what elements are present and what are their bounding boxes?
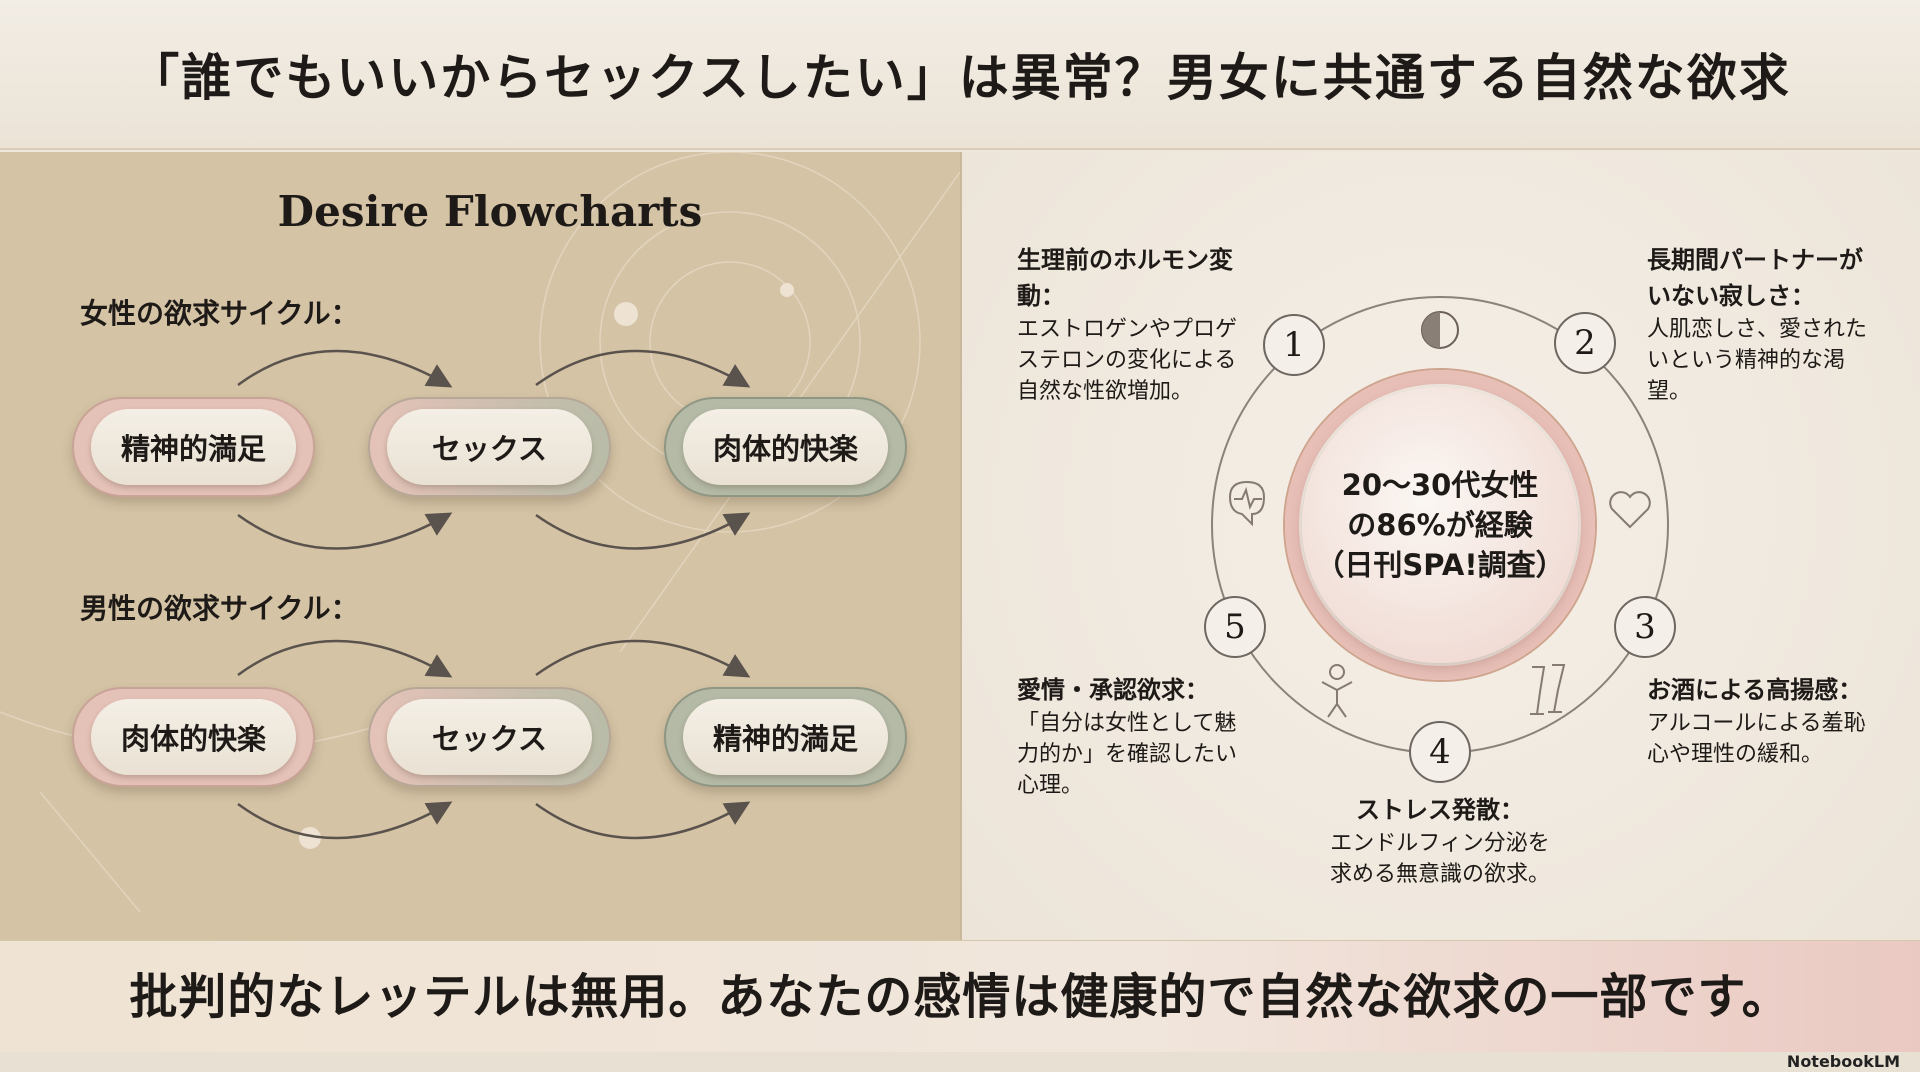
brand-label: NotebookLM bbox=[1786, 1052, 1900, 1071]
factor-body: エストロゲンやプロゲステロンの変化による自然な性欲増加。 bbox=[1017, 317, 1238, 404]
male-step-1: 肉体的快楽 bbox=[72, 687, 315, 787]
heartbeat-bubble-icon bbox=[1228, 480, 1266, 527]
factor-number-2: 2 bbox=[1554, 312, 1616, 374]
male-step-2: セックス bbox=[368, 687, 611, 787]
factor-title: お酒による高揚感： bbox=[1647, 676, 1863, 704]
factor-title: ストレス発散： bbox=[1356, 796, 1524, 824]
header: 「誰でもいいからセックスしたい」は異常？男女に共通する自然な欲求 bbox=[0, 0, 1920, 150]
conclusion-banner: 批判的なレッテルは無用。あなたの感情は健康的で自然な欲求の一部です。 bbox=[0, 940, 1920, 1052]
male-cycle-label: 男性の欲求サイクル： bbox=[80, 592, 359, 625]
factor-number-1: 1 bbox=[1263, 314, 1325, 376]
flow-arrows bbox=[237, 349, 751, 840]
conclusion-text: 批判的なレッテルは無用。あなたの感情は健康的で自然な欲求の一部です。 bbox=[129, 968, 1791, 1025]
page-title: 「誰でもいいからセックスしたい」は異常？男女に共通する自然な欲求 bbox=[129, 49, 1791, 107]
factor-title: 生理前のホルモン変動： bbox=[1017, 246, 1233, 310]
female-step-2: セックス bbox=[368, 397, 611, 497]
heart-icon bbox=[1609, 491, 1651, 529]
female-step-1: 精神的満足 bbox=[72, 397, 315, 497]
factor-number-3: 3 bbox=[1614, 596, 1676, 658]
factor-3: お酒による高揚感： アルコールによる羞恥心や理性の緩和。 bbox=[1647, 672, 1887, 770]
stat-line-3: （日刊SPA!調査） bbox=[1315, 548, 1565, 582]
factors-panel: 20〜30代女性の86%が経験 （日刊SPA!調査） 1 2 3 4 5 生理前の… bbox=[960, 152, 1920, 940]
female-cycle-label: 女性の欲求サイクル： bbox=[80, 297, 359, 330]
stat-line-2: の86%が経験 bbox=[1347, 508, 1533, 542]
factor-body: アルコールによる羞恥心や理性の緩和。 bbox=[1647, 711, 1866, 767]
factor-title: 長期間パートナーがいない寂しさ： bbox=[1647, 246, 1863, 310]
factor-body: 人肌恋しさ、愛されたいという精神的な渇望。 bbox=[1647, 317, 1868, 404]
person-icon bbox=[1321, 664, 1353, 718]
champagne-glasses-icon bbox=[1530, 664, 1566, 715]
factor-1: 生理前のホルモン変動： エストロゲンやプロゲステロンの変化による自然な性欲増加。 bbox=[1017, 242, 1253, 407]
flowchart-title: Desire Flowcharts bbox=[277, 187, 703, 236]
factor-2: 長期間パートナーがいない寂しさ： 人肌恋しさ、愛されたいという精神的な渇望。 bbox=[1647, 242, 1877, 407]
statistic-disc: 20〜30代女性の86%が経験 （日刊SPA!調査） bbox=[1302, 387, 1578, 663]
factor-body: 「自分は女性として魅力的か」を確認したい心理。 bbox=[1017, 711, 1238, 798]
factor-5: 愛情・承認欲求： 「自分は女性として魅力的か」を確認したい心理。 bbox=[1017, 672, 1237, 801]
stat-line-1: 20〜30代女性 bbox=[1341, 468, 1539, 502]
factor-number-4: 4 bbox=[1409, 721, 1471, 783]
factor-title: 愛情・承認欲求： bbox=[1017, 676, 1209, 704]
factor-number-5: 5 bbox=[1204, 596, 1266, 658]
female-step-3: 肉体的快楽 bbox=[664, 397, 907, 497]
factor-body: エンドルフィン分泌を求める無意識の欲求。 bbox=[1329, 831, 1550, 887]
half-moon-icon bbox=[1421, 311, 1459, 349]
footer-strip bbox=[0, 1052, 1920, 1072]
flowchart-panel: Desire Flowcharts 女性の欲求サイクル： 精神的満足 セックス … bbox=[0, 152, 960, 940]
male-step-3: 精神的満足 bbox=[664, 687, 907, 787]
factor-4: ストレス発散： エンドルフィン分泌を求める無意識の欲求。 bbox=[1320, 792, 1560, 890]
